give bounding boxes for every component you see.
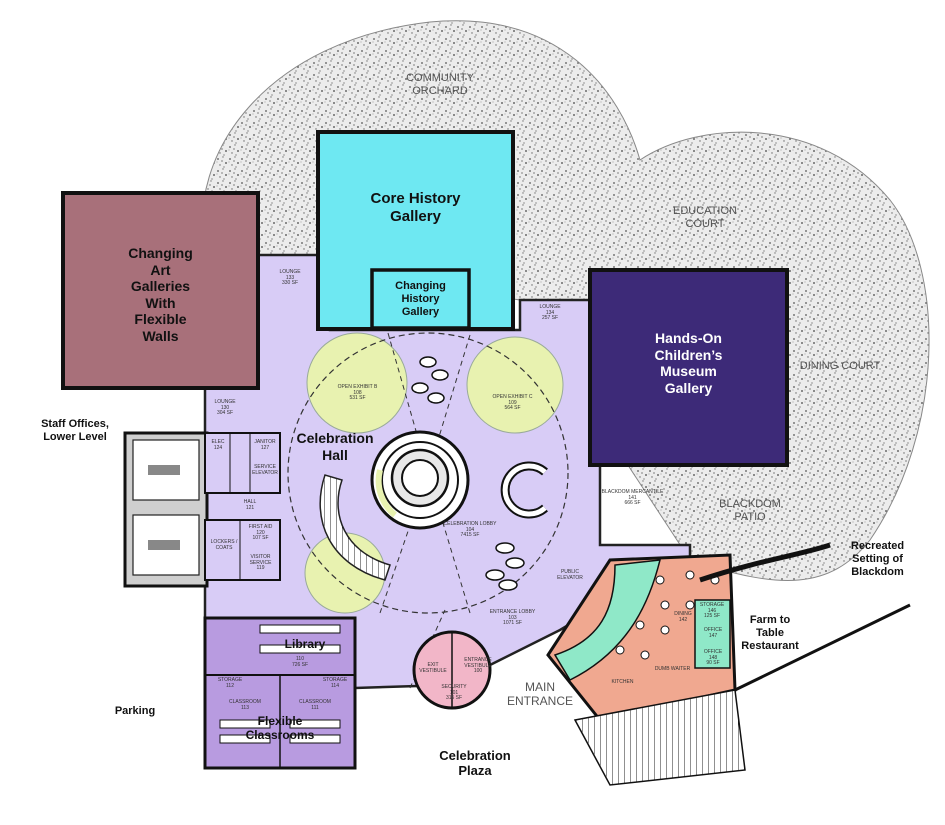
outdoor-stairs (573, 689, 746, 786)
room-entrance-lobby: ENTRANCE LOBBY 103 1071 SF (489, 609, 536, 626)
staff-offices-label: Staff Offices, Lower Level (41, 418, 109, 443)
room-dining: DINING 142 (674, 611, 692, 623)
room-classroom-a: CLASSROOM 113 (229, 699, 261, 711)
room-blackdom-mercantile: BLACKDOM MERCANTILE 141 666 SF (601, 489, 664, 506)
room-entrance-vestibule: ENTRANCE VESTIBULE 100 (464, 657, 492, 674)
room-library: 110 726 SF (291, 656, 309, 668)
room-lounge-a: LOUNGE 133 330 SF (279, 269, 301, 286)
room-first-aid: FIRST AID 120 107 SF (248, 524, 273, 541)
room-office-a: OFFICE 147 (703, 627, 723, 639)
celebration-hall-label: Celebration Hall (296, 430, 374, 463)
room-security: SECURITY 101 315 SF (441, 684, 467, 701)
blackdom-patio-label: BLACKDOM PATIO (719, 498, 781, 523)
room-public-elevator: PUBLIC ELEVATOR (557, 569, 583, 581)
farm-to-table-label: Farm to Table Restaurant (741, 614, 799, 652)
room-lounge-c: LOUNGE 130 304 SF (214, 399, 236, 416)
room-elec: ELEC 124 (211, 439, 225, 451)
dining-court-label: DINING COURT (799, 360, 881, 372)
room-classroom-b: CLASSROOM 111 (299, 699, 331, 711)
changing-art-gallery (61, 191, 260, 390)
room-open-exhibit-b: OPEN EXHIBIT B 108 531 SF (337, 384, 378, 401)
recreated-setting-label: Recreated Setting of Blackdom (850, 540, 905, 578)
library-label: Library (284, 637, 326, 651)
room-visitor-service: VISITOR SERVICE 119 (249, 554, 272, 571)
celebration-circle-dashed (287, 332, 569, 614)
room-exit-vestibule: EXIT VESTIBULE (419, 662, 447, 674)
room-hall: HALL 121 (243, 499, 257, 511)
changing-history-gallery-label: Changing History Gallery (395, 280, 446, 318)
room-storage-c: STORAGE 146 125 SF (699, 602, 725, 619)
education-court-label: EDUCATION COURT (673, 205, 737, 230)
core-history-gallery-label: Core History Gallery (370, 190, 461, 225)
celebration-plaza-label: Celebration Plaza (439, 748, 511, 779)
room-celebration-lobby: CELEBRATION LOBBY 104 7415 SF (443, 521, 497, 538)
sculpture-figures-top (411, 356, 449, 404)
flexible-classrooms-label: Flexible Classrooms (245, 714, 315, 743)
restaurant (546, 553, 737, 722)
restaurant-teal (553, 559, 661, 681)
room-janitor: JANITOR 127 (254, 439, 276, 451)
changing-history-gallery (370, 268, 471, 330)
childrens-museum-gallery (588, 268, 789, 467)
changing-art-label: Changing Art Galleries With Flexible Wal… (128, 245, 193, 344)
room-office-b: OFFICE 148 90 SF (703, 649, 723, 666)
community-orchard-label: COMMUNITY ORCHARD (406, 72, 474, 97)
room-open-exhibit-c: OPEN EXHIBIT C 109 564 SF (492, 394, 533, 411)
sculpture-figures-bottom (485, 542, 525, 591)
room-kitchen: KITCHEN (611, 679, 634, 685)
room-storage-a: STORAGE 112 (217, 677, 243, 689)
open-exhibit-c-circle (466, 336, 564, 434)
room-service-elevator: SERVICE ELEVATOR (252, 464, 278, 476)
open-exhibit-b-circle (306, 332, 408, 434)
room-lockers: LOCKERS / COATS (210, 539, 238, 551)
room-storage-b: STORAGE 114 (322, 677, 348, 689)
room-lounge-b: LOUNGE 134 257 SF (539, 304, 561, 321)
childrens-museum-label: Hands-On Children’s Museum Gallery (654, 330, 723, 396)
main-entrance-label: MAIN ENTRANCE (506, 680, 573, 709)
spiral-stair (319, 474, 391, 581)
room-dumb-waiter: DUMB WAITER (654, 666, 691, 672)
parking-label: Parking (114, 705, 156, 717)
